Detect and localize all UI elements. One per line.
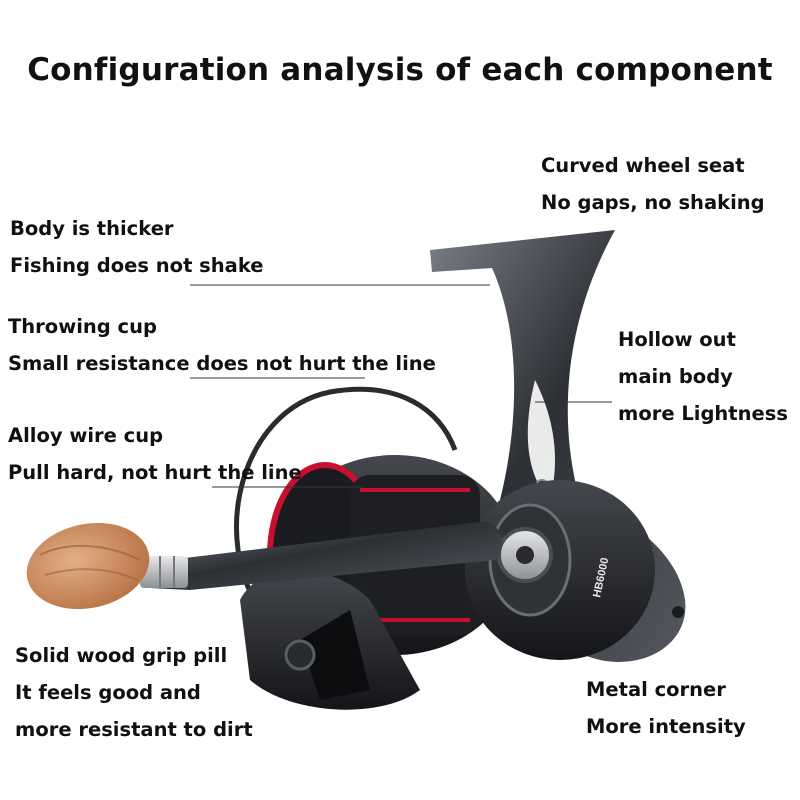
callout-wire-cup-line1: Alloy wire cup <box>8 424 164 447</box>
wood-knob <box>26 522 150 610</box>
corner-screw <box>672 606 684 618</box>
handle-arm <box>150 521 503 590</box>
callout-wood-grip-line2: It feels good and <box>15 681 201 704</box>
callout-hollow: Hollow out main body more Lightness <box>618 321 788 432</box>
callout-metal-corner: Metal corner More intensity <box>586 671 746 745</box>
hollow-cutout <box>527 380 555 500</box>
rotor-hub <box>284 639 316 671</box>
callout-wheel-seat-line2: No gaps, no shaking <box>541 191 765 214</box>
callout-throwing-cup: Throwing cup Small resistance does not h… <box>8 308 436 382</box>
callout-metal-corner-line1: Metal corner <box>586 678 726 701</box>
callout-hollow-line1: Hollow out <box>618 328 736 351</box>
callout-hollow-line3: more Lightness <box>618 402 788 425</box>
callout-wire-cup: Alloy wire cup Pull hard, not hurt the l… <box>8 417 302 491</box>
callout-wood-grip: Solid wood grip pill It feels good and m… <box>15 637 253 748</box>
handle-collar <box>140 556 188 588</box>
callout-wheel-seat-line1: Curved wheel seat <box>541 154 745 177</box>
callout-throwing-cup-line2: Small resistance does not hurt the line <box>8 352 436 375</box>
callout-hollow-line2: main body <box>618 365 733 388</box>
callout-body: Body is thicker Fishing does not shake <box>10 210 264 284</box>
callout-wood-grip-line3: more resistant to dirt <box>15 718 253 741</box>
callout-wood-grip-line1: Solid wood grip pill <box>15 644 228 667</box>
callout-body-line2: Fishing does not shake <box>10 254 264 277</box>
callout-body-line1: Body is thicker <box>10 217 174 240</box>
callout-wheel-seat: Curved wheel seat No gaps, no shaking <box>541 147 765 221</box>
page-title: Configuration analysis of each component <box>27 52 773 88</box>
callout-metal-corner-line2: More intensity <box>586 715 746 738</box>
callout-wire-cup-line2: Pull hard, not hurt the line <box>8 461 302 484</box>
callout-throwing-cup-line1: Throwing cup <box>8 315 157 338</box>
bail-wire <box>234 386 458 614</box>
